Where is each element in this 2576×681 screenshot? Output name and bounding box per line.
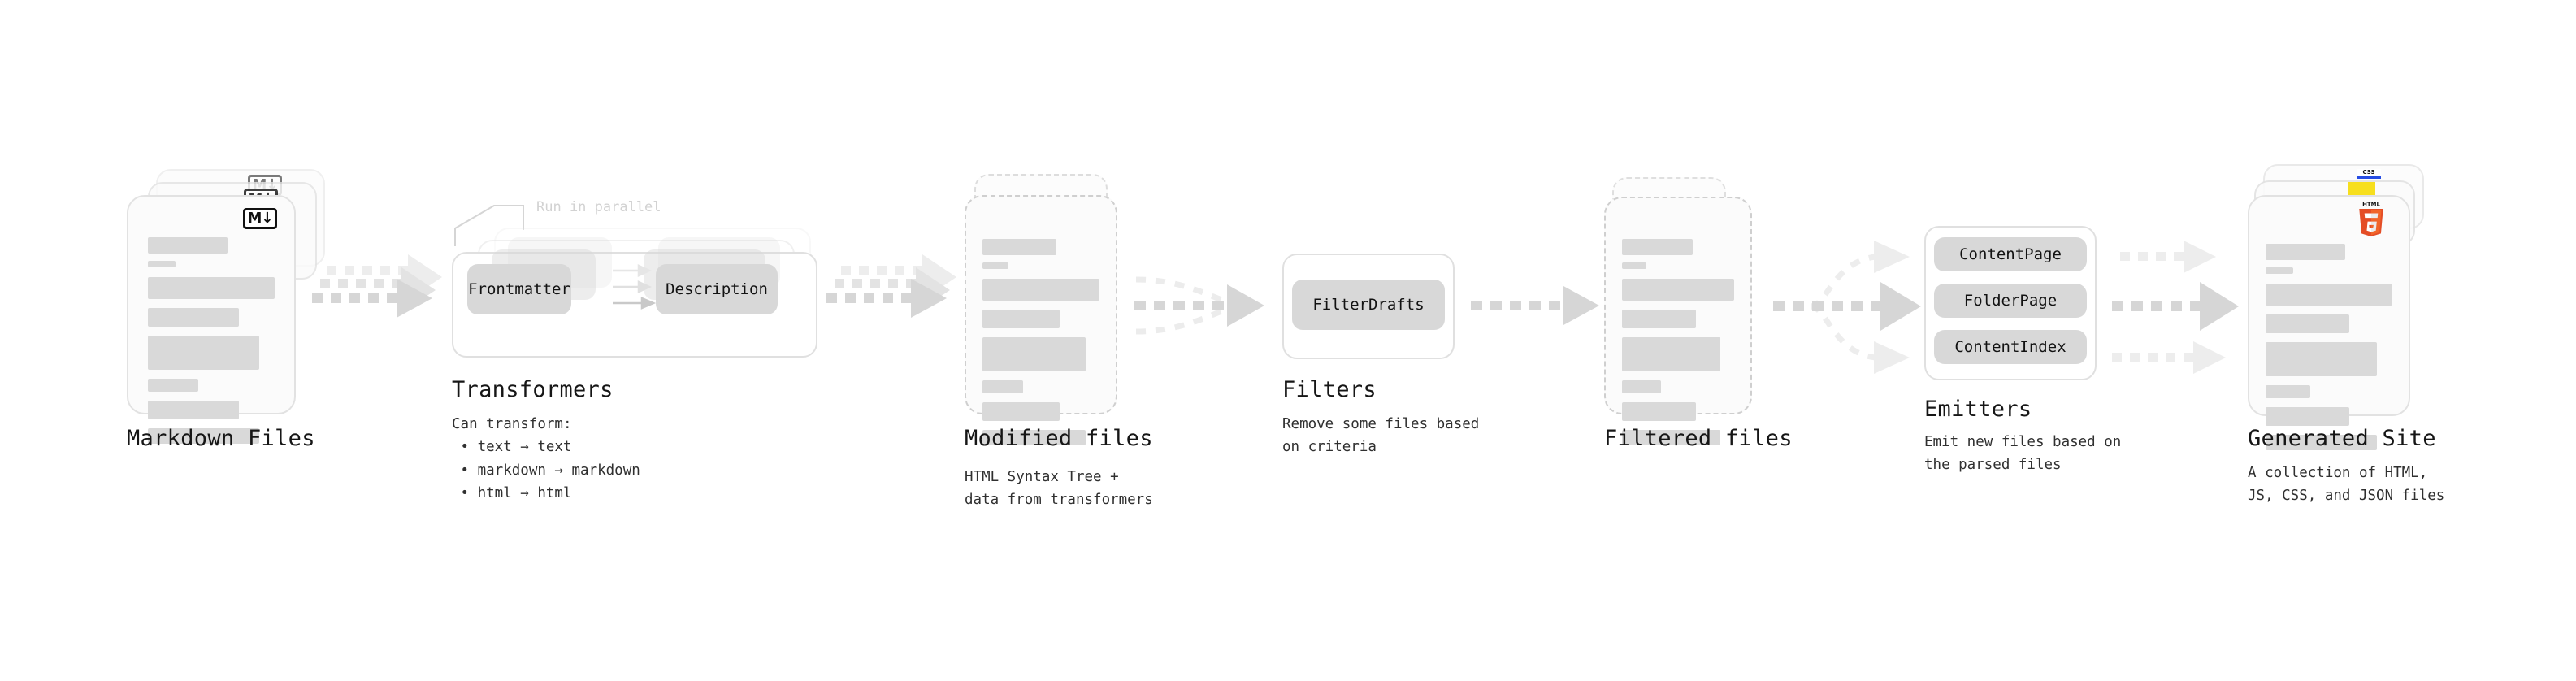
- file-content-placeholder: [982, 239, 1099, 453]
- placeholder-bar: [982, 402, 1060, 421]
- emitter-pill-contentpage[interactable]: ContentPage: [1934, 237, 2087, 271]
- placeholder-bar: [2266, 284, 2392, 306]
- file-content-placeholder: [2266, 244, 2392, 458]
- run-in-parallel-label: Run in parallel: [536, 199, 661, 215]
- stage-desc-transformers: Can transform: • text → text • markdown …: [452, 416, 640, 502]
- stage-desc-modified-files: HTML Syntax Tree + data from transformer…: [965, 469, 1153, 509]
- placeholder-bar: [148, 401, 240, 419]
- stage-title-filters: Filters: [1282, 377, 1377, 402]
- filter-pill-filterdrafts[interactable]: FilterDrafts: [1292, 280, 1445, 330]
- placeholder-bar: [148, 379, 199, 392]
- stage-title-transformers: Transformers: [452, 377, 614, 402]
- placeholder-bar: [2266, 267, 2294, 274]
- placeholder-bar: [1622, 239, 1693, 255]
- pill-label: FilterDrafts: [1312, 296, 1425, 314]
- placeholder-bar: [2266, 435, 2378, 450]
- stage-desc-filters: Remove some files based on criteria: [1282, 416, 1480, 456]
- placeholder-bar: [1622, 430, 1721, 445]
- placeholder-bar: [982, 239, 1056, 255]
- transformer-inner-arrows: [613, 264, 657, 310]
- arrow-emitters-to-site: [2112, 241, 2239, 374]
- placeholder-bar: [2266, 314, 2349, 333]
- pill-label: ContentIndex: [1954, 338, 2066, 356]
- placeholder-bar: [982, 337, 1086, 371]
- placeholder-bar: [1622, 262, 1647, 269]
- placeholder-bar: [148, 237, 228, 254]
- arrow-transformers-to-modified: [826, 254, 956, 318]
- placeholder-bar: [982, 262, 1008, 269]
- placeholder-bar: [1622, 402, 1697, 421]
- placeholder-bar: [148, 261, 176, 267]
- stage-title-modified-files: Modified files: [965, 426, 1153, 451]
- placeholder-bar: [148, 277, 275, 299]
- site-file-card-front: [2248, 195, 2410, 450]
- css3-icon: CSS: [2357, 169, 2381, 179]
- arrow-filtered-to-emitters-diverging: [1773, 241, 1921, 374]
- arrow-filters-to-filtered: [1471, 286, 1599, 325]
- markdown-file-card-front: M↓: [127, 195, 296, 444]
- markdown-icon: M↓: [243, 208, 277, 229]
- transformer-pill-frontmatter[interactable]: Frontmatter: [467, 264, 571, 314]
- transformer-pill-description[interactable]: Description: [656, 264, 778, 314]
- placeholder-bar: [2266, 385, 2310, 398]
- file-content-placeholder: [148, 237, 275, 451]
- file-content-placeholder: [1622, 239, 1734, 453]
- stage-title-filtered-files: Filtered files: [1604, 426, 1793, 451]
- emitter-pill-contentindex[interactable]: ContentIndex: [1934, 330, 2087, 364]
- parallel-bracket: [454, 205, 524, 246]
- emitter-pill-folderpage[interactable]: FolderPage: [1934, 284, 2087, 318]
- svg-text:HTML: HTML: [2362, 201, 2380, 207]
- stage-desc-generated-site: A collection of HTML, JS, CSS, and JSON …: [2248, 465, 2445, 505]
- stage-title-emitters: Emitters: [1924, 397, 2032, 422]
- placeholder-bar: [982, 380, 1024, 393]
- pill-label: ContentPage: [1959, 245, 2062, 263]
- stage-title-markdown-files: Markdown Files: [127, 426, 315, 451]
- placeholder-bar: [148, 428, 260, 444]
- placeholder-bar: [2266, 407, 2349, 426]
- placeholder-bar: [148, 308, 240, 327]
- pill-label: FolderPage: [1963, 292, 2058, 310]
- placeholder-bar: [2266, 244, 2346, 260]
- pill-label: Description: [666, 280, 768, 298]
- pill-label: Frontmatter: [468, 280, 570, 298]
- placeholder-bar: [148, 336, 260, 370]
- placeholder-bar: [982, 430, 1086, 445]
- stage-desc-emitters: Emit new files based on the parsed files: [1924, 434, 2122, 474]
- modified-file-card-front: [965, 195, 1117, 445]
- placeholder-bar: [1622, 380, 1662, 393]
- filtered-file-card-front: [1604, 197, 1752, 445]
- arrow-markdown-to-transformers: [312, 254, 442, 318]
- html5-icon: HTML: [2359, 201, 2383, 237]
- css3-icon-label: CSS: [2362, 168, 2375, 176]
- placeholder-bar: [2266, 342, 2378, 376]
- stage-title-generated-site: Generated Site: [2248, 426, 2436, 451]
- arrow-modified-to-filters-converging: [1134, 276, 1264, 335]
- placeholder-bar: [982, 279, 1099, 301]
- placeholder-bar: [1622, 279, 1734, 301]
- placeholder-bar: [982, 310, 1060, 328]
- placeholder-bar: [1622, 337, 1721, 371]
- placeholder-bar: [1622, 310, 1697, 328]
